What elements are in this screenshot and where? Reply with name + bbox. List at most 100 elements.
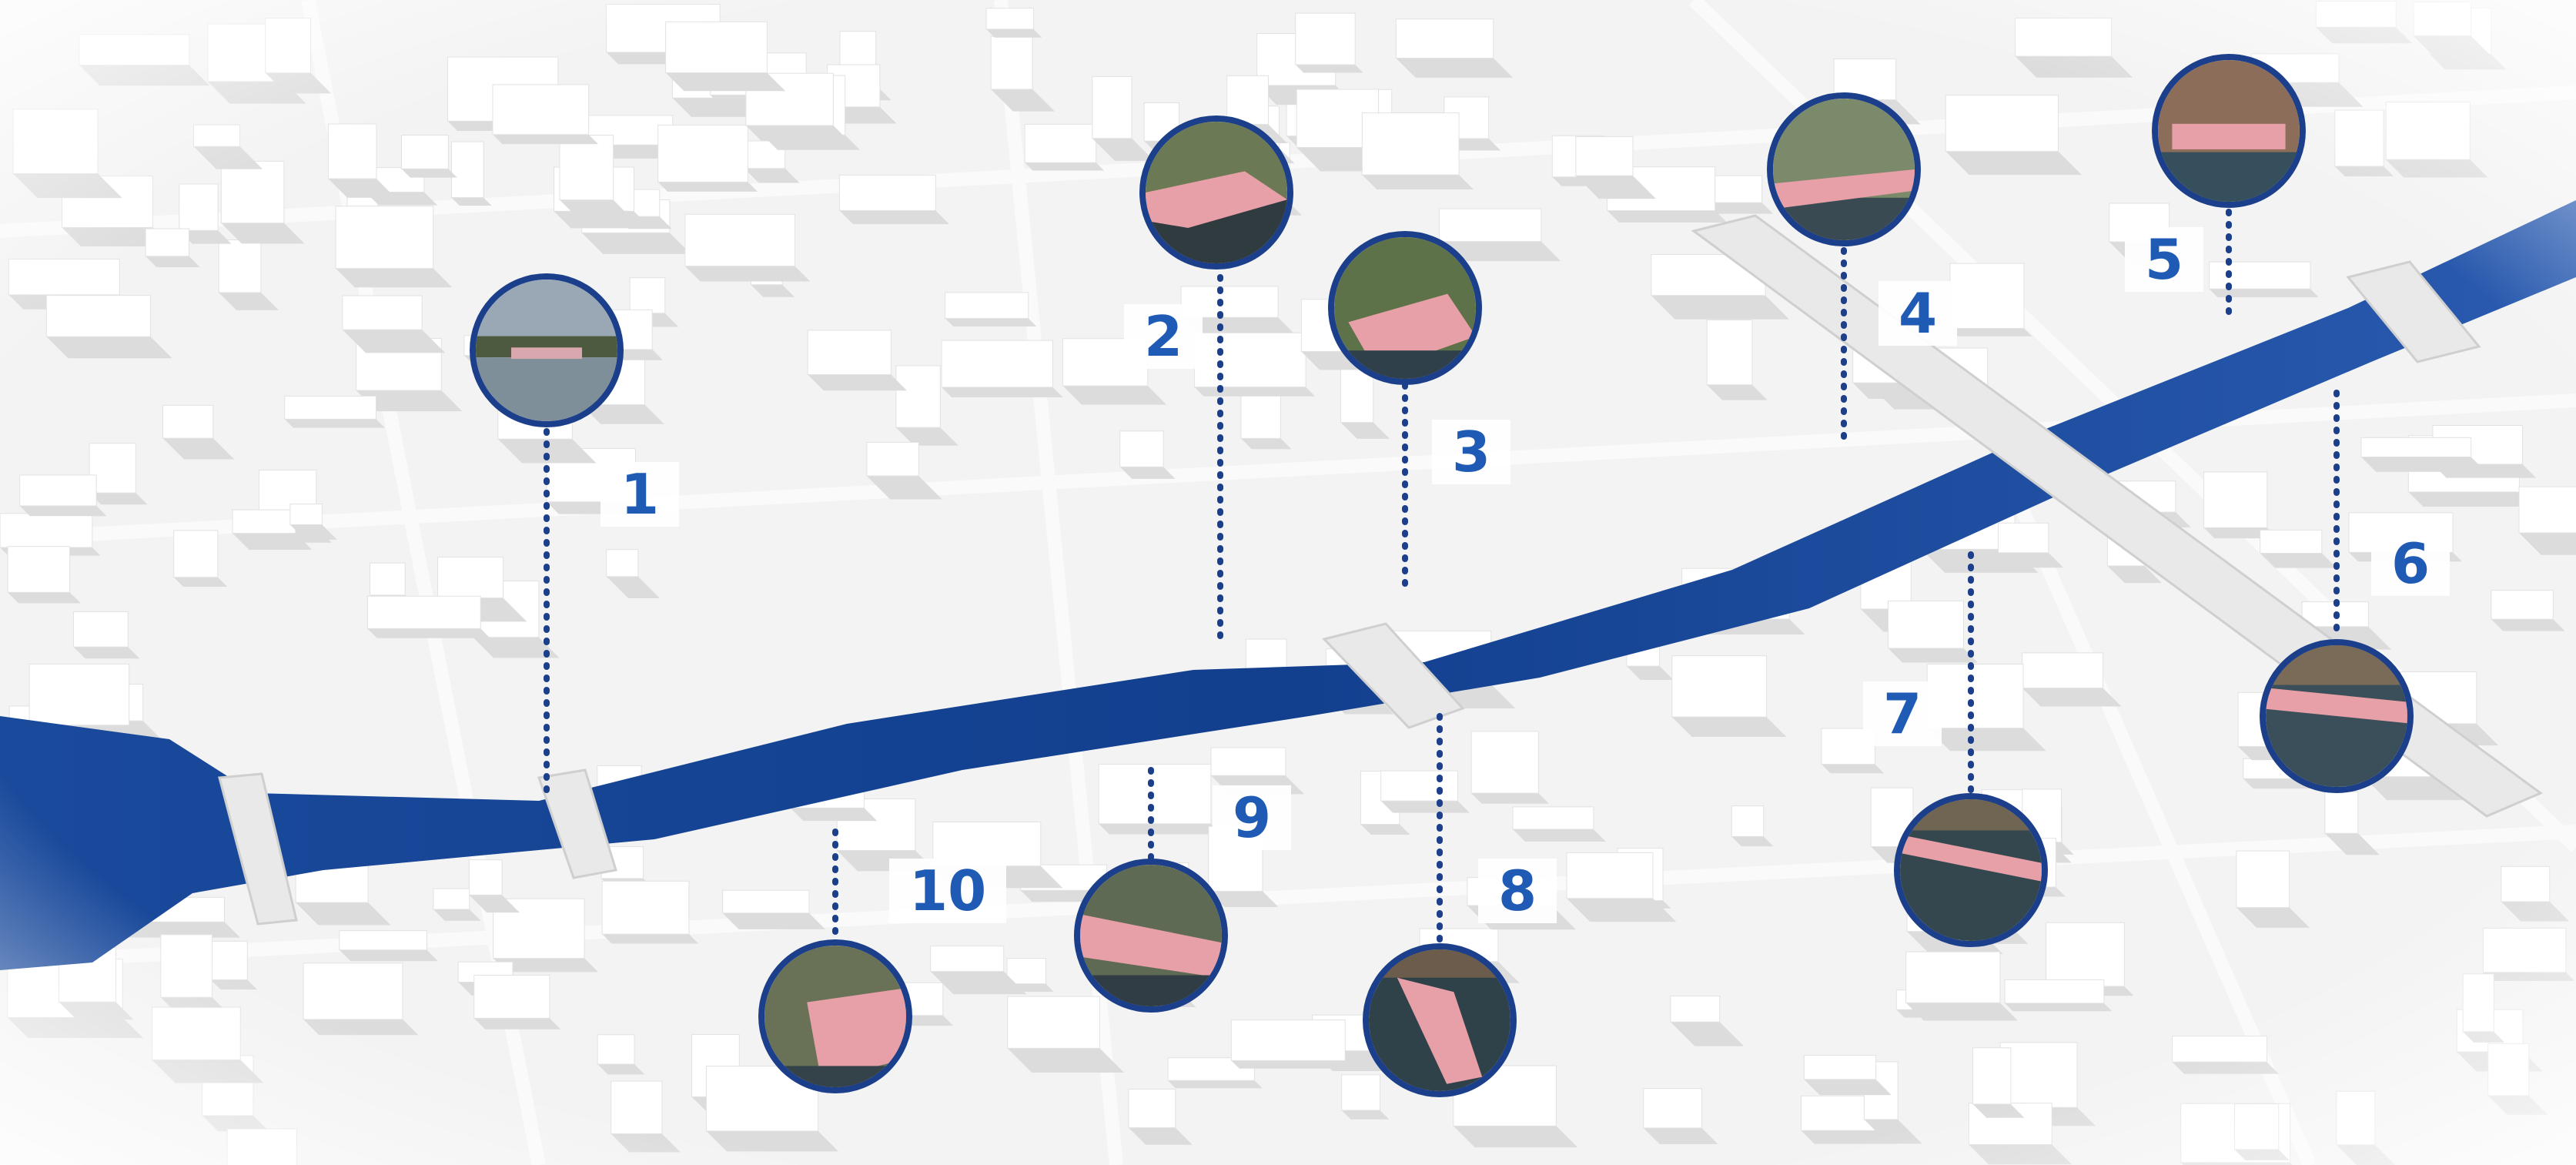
building [1245,638,1287,671]
marker-label-6: 6 [2371,531,2451,596]
building-side [73,647,140,659]
building [433,888,470,910]
building [1230,1019,1346,1061]
building [1210,747,1286,776]
building-side [1888,648,1978,663]
building-side [1231,1060,1353,1069]
building [2315,0,2397,28]
building [2236,850,2290,909]
building [1119,430,1164,467]
photo-bubble-10[interactable] [758,939,912,1093]
riverside-path-aerial-photo [1900,799,2042,941]
building-side [684,266,811,282]
marker-label-5: 5 [2125,227,2204,292]
building [1024,123,1097,163]
building-side [1671,717,1787,737]
photo-bubble-5[interactable] [2152,54,2306,208]
building [629,277,666,314]
building [366,595,481,629]
building-side [1607,210,1728,223]
building [28,663,130,726]
building [226,1128,297,1165]
building [1803,1055,1877,1080]
building-side [808,374,908,391]
building-side [657,182,758,192]
building [665,21,768,73]
building [2360,437,2472,457]
building-side [1099,823,1222,835]
building [2260,529,2323,554]
building-side [1513,829,1606,842]
building [895,365,941,428]
building [807,330,892,376]
building [342,295,423,330]
building [265,18,312,74]
photo-bubble-8[interactable] [1363,943,1517,1097]
photo-bubble-6[interactable] [2260,639,2414,793]
photo-bubble-2[interactable] [1139,115,1293,269]
building [468,859,503,896]
building [1706,320,1753,386]
building-side [839,210,949,225]
building [284,395,376,420]
building [722,889,810,914]
building-side [79,65,210,86]
building-side [790,808,878,822]
marker-label-8: 8 [1478,859,1557,923]
marina-aerial-photo [2158,60,2300,202]
building [179,183,219,231]
park-aerial-photo [1334,237,1476,379]
building-side [2408,491,2534,507]
building-side [19,505,107,517]
building-side [945,318,1037,327]
photo-bubble-9[interactable] [1074,859,1228,1013]
building [45,295,151,337]
building [220,160,285,224]
building-side [722,912,825,929]
building [1395,18,1494,59]
building-side [2209,289,2319,298]
embankment-aerial-photo [764,946,906,1087]
building [611,1080,663,1134]
building [2462,973,2494,1033]
building [2022,652,2104,689]
pier-aerial-photo [1369,949,1510,1091]
building [559,135,614,201]
building [1194,332,1306,388]
building [2209,261,2311,290]
photo-bubble-1[interactable] [470,273,624,427]
building-side [367,628,490,638]
building [2015,17,2113,57]
building [1128,1088,1176,1129]
building [339,930,427,951]
building [2336,1090,2376,1146]
building [2324,791,2359,834]
building [985,8,1034,30]
building [19,474,97,507]
building [12,109,99,174]
photo-bubble-7[interactable] [1894,793,2048,947]
building [866,441,919,477]
building [1945,95,2059,152]
photo-bubble-3[interactable] [1328,231,1482,385]
marker-label-7: 7 [1863,681,1942,746]
building-side [1362,175,1474,190]
building [492,84,590,136]
building [1361,112,1460,176]
building-side [1380,801,1470,813]
photo-bubble-4[interactable] [1767,92,1921,246]
building [1731,805,1765,837]
building [930,946,1005,973]
building [1007,996,1101,1049]
building [1949,263,2025,329]
building [1575,136,1634,176]
building [1341,1074,1381,1111]
building [945,292,1029,319]
building [2413,2,2472,37]
marker-label-2: 2 [1124,304,1203,369]
building [601,880,690,935]
building-side [1025,162,1104,171]
building-side [1945,151,2082,176]
building [79,34,190,66]
quay-aerial-photo [1080,865,1222,1006]
